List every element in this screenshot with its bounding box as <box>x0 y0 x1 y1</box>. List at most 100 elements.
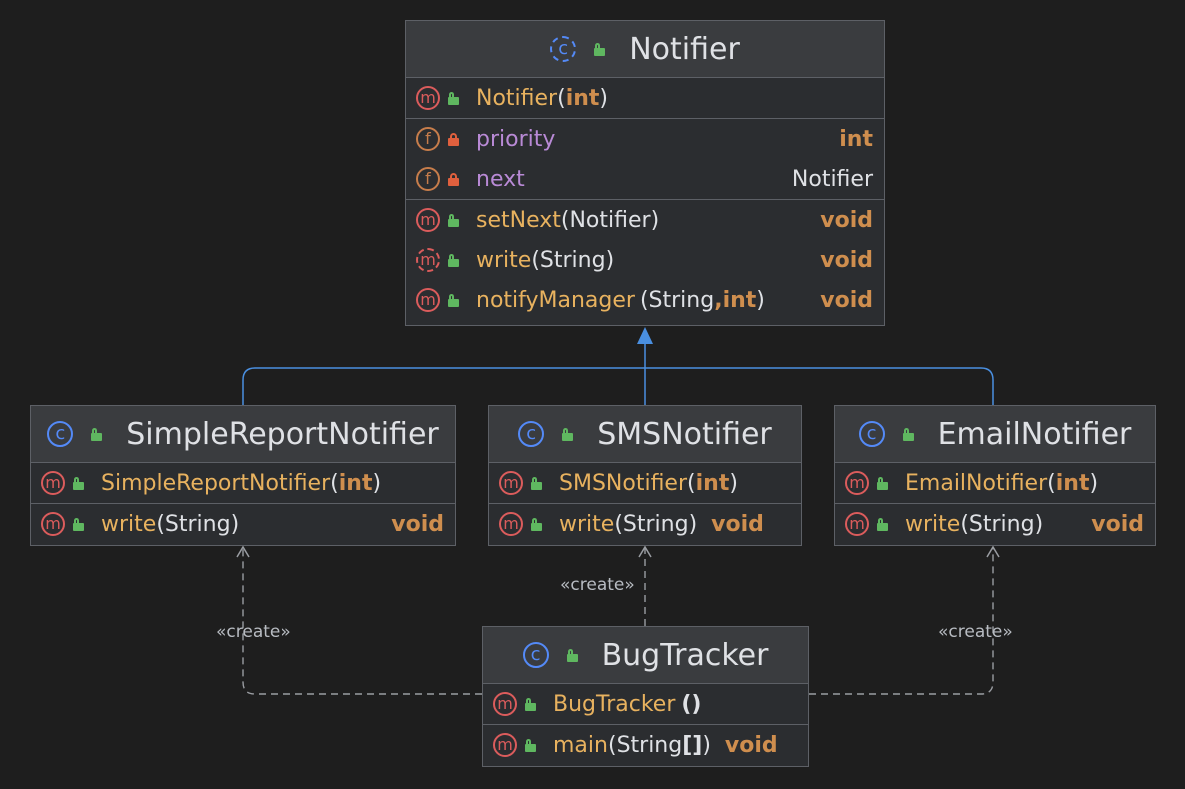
method-icon: m <box>416 288 440 312</box>
method-icon: m <box>499 471 523 495</box>
create-label-simple: «create» <box>216 622 291 642</box>
method-name: write <box>101 511 157 537</box>
class-name: SimpleReportNotifier <box>126 416 439 452</box>
class-notifier[interactable]: c Notifier m Notifier(int) f priority in… <box>405 20 885 326</box>
constructor-row[interactable]: m EmailNotifier(int) <box>835 463 1155 503</box>
return-type: void <box>1091 511 1144 537</box>
param-type: int <box>565 85 600 111</box>
private-lock-icon <box>448 172 459 186</box>
method-row[interactable]: m write(String) void <box>406 240 884 280</box>
methods-section: m setNext(Notifier) void m write(String)… <box>406 200 884 320</box>
constructor-row[interactable]: m BugTracker() <box>483 684 808 724</box>
class-bugtracker[interactable]: c BugTracker m BugTracker() m main(Strin… <box>482 626 809 767</box>
method-icon: m <box>499 512 523 536</box>
class-simple-report-notifier[interactable]: c SimpleReportNotifier m SimpleReportNot… <box>30 405 456 546</box>
param-type: int <box>338 470 373 496</box>
public-lock-icon <box>91 427 103 441</box>
return-type: void <box>820 207 873 233</box>
field-name: priority <box>476 126 556 152</box>
public-lock-icon <box>448 293 459 307</box>
method-row[interactable]: m notifyManager(String, int) void <box>406 280 884 320</box>
class-name: BugTracker <box>601 637 769 673</box>
methods-section: m write(String) void <box>835 504 1155 544</box>
field-icon: f <box>416 127 440 151</box>
method-row[interactable]: m setNext(Notifier) void <box>406 200 884 240</box>
fields-section: f priority int f next Notifier <box>406 119 884 200</box>
method-icon: m <box>845 512 869 536</box>
constructor-row[interactable]: m SMSNotifier(int) <box>489 463 801 503</box>
constructor-name: SMSNotifier <box>559 470 688 496</box>
open-arrowhead-sms <box>638 545 652 558</box>
class-name: SMSNotifier <box>597 416 772 452</box>
field-type: Notifier <box>791 166 873 192</box>
field-name: next <box>476 166 525 192</box>
class-name: EmailNotifier <box>937 416 1132 452</box>
return-type: void <box>820 287 873 313</box>
field-icon: f <box>416 167 440 191</box>
method-name: write <box>476 247 532 273</box>
public-lock-icon <box>594 42 606 56</box>
methods-section: m write(String) void <box>31 504 455 544</box>
param-type: String <box>539 247 606 273</box>
edge-simple-to-notifier <box>242 367 645 405</box>
open-arrowhead-simple <box>236 545 250 558</box>
public-lock-icon <box>566 648 578 662</box>
class-email-notifier[interactable]: c EmailNotifier m EmailNotifier(int) m w… <box>834 405 1156 546</box>
field-row[interactable]: f next Notifier <box>406 159 884 199</box>
method-icon: m <box>41 512 65 536</box>
open-arrowhead-email <box>986 545 1000 558</box>
public-lock-icon <box>531 517 542 531</box>
constructors-section: m SimpleReportNotifier(int) <box>31 463 455 504</box>
abstract-class-icon: c <box>550 36 577 62</box>
class-name: Notifier <box>629 31 740 67</box>
method-row[interactable]: m write(String) void <box>489 504 801 544</box>
edge-email-to-notifier <box>645 367 994 405</box>
private-lock-icon <box>448 132 459 146</box>
method-icon: m <box>493 692 517 716</box>
public-lock-icon <box>877 476 888 490</box>
param-type: Notifier <box>569 207 651 233</box>
method-icon: m <box>41 471 65 495</box>
method-row[interactable]: m write(String) void <box>835 504 1155 544</box>
method-icon: m <box>416 208 440 232</box>
constructor-name: BugTracker <box>553 691 676 717</box>
return-type: void <box>820 247 873 273</box>
edge-bugtracker-create-email <box>809 548 994 695</box>
method-row[interactable]: m write(String) void <box>31 504 455 544</box>
public-lock-icon <box>531 476 542 490</box>
param-type: int <box>1055 470 1090 496</box>
constructors-section: m BugTracker() <box>483 684 808 725</box>
constructors-section: m SMSNotifier(int) <box>489 463 801 504</box>
public-lock-icon <box>73 517 84 531</box>
create-label-email: «create» <box>938 622 1013 642</box>
constructor-name: EmailNotifier <box>905 470 1048 496</box>
method-icon: m <box>493 733 517 757</box>
constructor-row[interactable]: m SimpleReportNotifier(int) <box>31 463 455 503</box>
method-name: main <box>553 732 608 758</box>
constructor-name: SimpleReportNotifier <box>101 470 331 496</box>
param-type: String <box>622 511 689 537</box>
field-type: int <box>839 126 873 152</box>
dependency-arrowheads <box>236 545 1000 558</box>
method-icon: m <box>416 86 440 110</box>
method-icon: m <box>845 471 869 495</box>
param-type: String <box>968 511 1035 537</box>
class-sms-notifier[interactable]: c SMSNotifier m SMSNotifier(int) m write… <box>488 405 802 546</box>
public-lock-icon <box>525 697 536 711</box>
method-row[interactable]: m main(String[]) void <box>483 725 808 765</box>
constructors-section: m EmailNotifier(int) <box>835 463 1155 504</box>
method-name: setNext <box>476 207 561 233</box>
create-label-sms: «create» <box>560 575 635 595</box>
class-header: c SimpleReportNotifier <box>31 406 455 463</box>
param-type: int <box>722 287 757 313</box>
public-lock-icon <box>448 213 459 227</box>
constructor-row[interactable]: m Notifier(int) <box>406 78 884 118</box>
edge-bugtracker-create-simple <box>242 548 482 695</box>
public-lock-icon <box>525 738 536 752</box>
public-lock-icon <box>448 91 459 105</box>
constructors-section: m Notifier(int) <box>406 78 884 119</box>
return-type: void <box>391 511 444 537</box>
field-row[interactable]: f priority int <box>406 119 884 159</box>
inheritance-arrowhead <box>637 327 653 344</box>
